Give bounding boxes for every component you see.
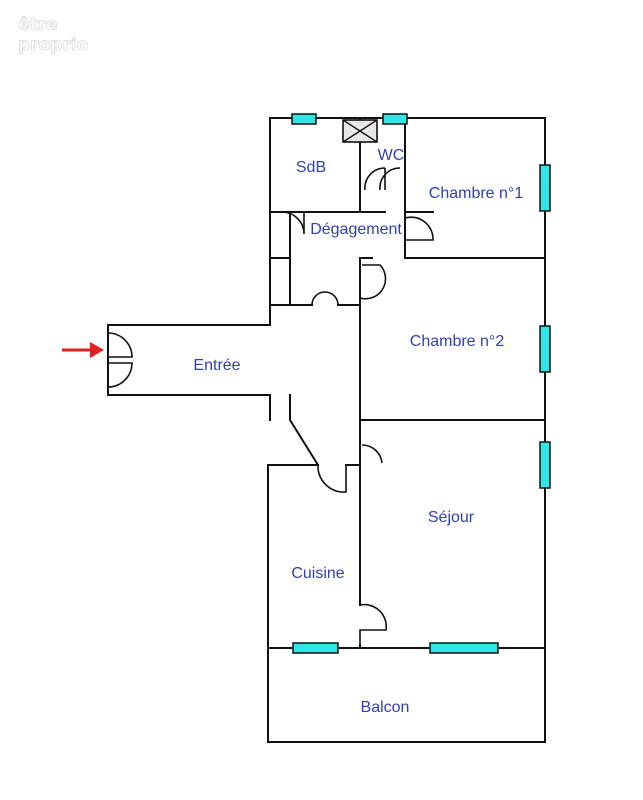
window-cuisine bbox=[292, 642, 339, 654]
windows bbox=[291, 113, 551, 654]
window-sdb bbox=[291, 113, 317, 125]
logo-line1: être bbox=[18, 15, 58, 35]
window-sejour bbox=[539, 441, 551, 489]
entree-door-lower bbox=[317, 464, 347, 493]
label-cuisine: Cuisine bbox=[291, 565, 344, 582]
window-sejour-balcon bbox=[429, 642, 499, 654]
degagement-door bbox=[311, 291, 339, 306]
vent-icon bbox=[342, 119, 378, 143]
exterior-walls bbox=[107, 117, 546, 743]
label-sejour: Séjour bbox=[428, 509, 475, 526]
room-labels: SdB WC Chambre n°1 Dégagement Chambre n°… bbox=[193, 147, 523, 716]
cuisine-door bbox=[359, 603, 388, 645]
entry-arrow-icon bbox=[62, 342, 104, 358]
window-chambre2 bbox=[539, 325, 551, 373]
doors bbox=[107, 167, 434, 645]
logo: être proprio bbox=[18, 15, 89, 56]
wc-door bbox=[364, 167, 401, 191]
logo-line2: proprio bbox=[18, 35, 88, 55]
chambre1-door bbox=[404, 216, 434, 241]
label-balcon: Balcon bbox=[361, 699, 410, 716]
label-sdb: SdB bbox=[296, 159, 326, 176]
entry-door bbox=[107, 332, 133, 388]
chambre2-door bbox=[359, 264, 387, 300]
label-chambre2: Chambre n°2 bbox=[410, 333, 505, 350]
label-wc: WC bbox=[378, 147, 405, 164]
window-wc bbox=[382, 113, 408, 125]
window-chambre1 bbox=[539, 164, 551, 212]
label-chambre1: Chambre n°1 bbox=[429, 185, 524, 202]
sdb-door bbox=[281, 211, 305, 235]
label-entree: Entrée bbox=[193, 357, 240, 374]
label-degagement: Dégagement bbox=[310, 221, 402, 238]
sejour-door-top bbox=[361, 444, 383, 464]
